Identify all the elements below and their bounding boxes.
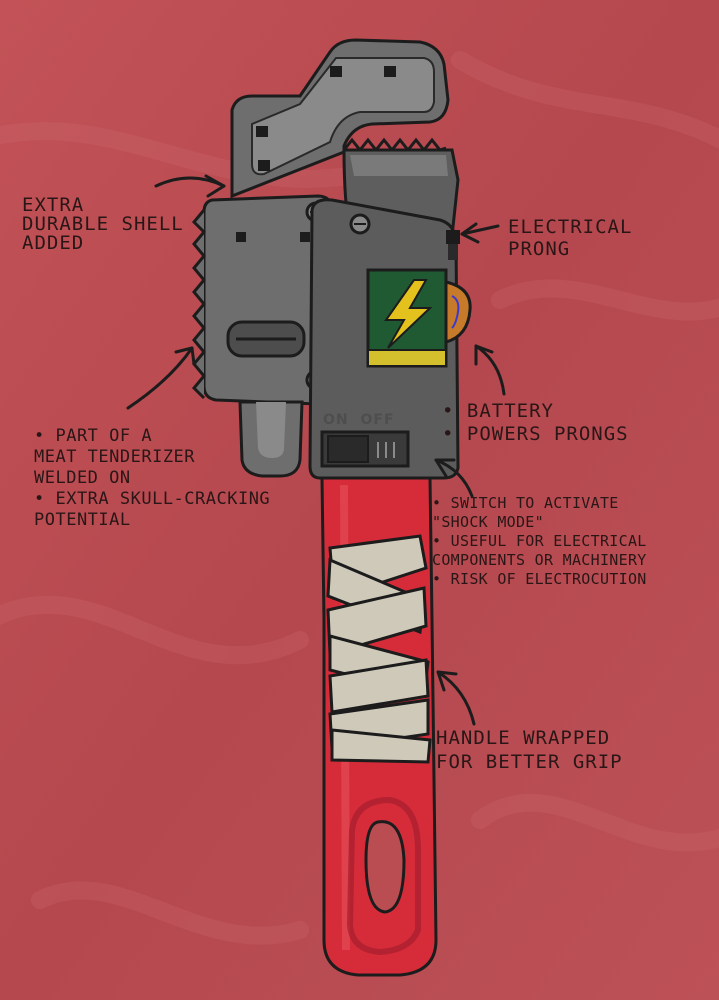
annotation-line: • RISK OF ELECTROCUTION — [432, 570, 647, 588]
annotation-line: PRONG — [508, 238, 571, 260]
annotation-line: • EXTRA SKULL-CRACKING — [34, 489, 271, 509]
annotation-prong: ELECTRICAL PRONG — [508, 216, 632, 260]
arrow-icon — [434, 458, 474, 498]
shock-switch[interactable] — [320, 430, 410, 468]
switch-off-label: OFF — [360, 412, 395, 428]
annotation-switch: • SWITCH TO ACTIVATE "SHOCK MODE" • USEF… — [432, 494, 647, 589]
annotation-line: WELDED ON — [34, 468, 131, 488]
annotation-line: • BATTERY — [442, 400, 554, 422]
annotation-battery: • BATTERY • POWERS PRONGS — [442, 400, 629, 446]
background-folds — [0, 51, 719, 945]
annotation-line: • PART OF A — [34, 426, 153, 446]
annotation-line: • POWERS PRONGS — [442, 423, 629, 445]
annotation-tenderizer: • PART OF A MEAT TENDERIZER WELDED ON • … — [34, 426, 270, 531]
arrow-icon — [460, 222, 500, 244]
grip-bandage — [326, 534, 432, 764]
arrow-icon — [436, 670, 476, 726]
upper-jaw — [230, 38, 450, 199]
handle-hole — [364, 820, 406, 914]
annotation-line: COMPONENTS OR MACHINERY — [432, 551, 647, 569]
annotation-line: DURABLE SHELL — [22, 213, 184, 235]
annotation-arrows — [126, 174, 506, 726]
annotation-line: FOR BETTER GRIP — [436, 751, 623, 773]
arrow-icon — [154, 174, 226, 198]
switch-toggle[interactable] — [327, 435, 369, 463]
annotation-line: HANDLE WRAPPED — [436, 727, 611, 749]
annotation-line: MEAT TENDERIZER — [34, 447, 196, 467]
switch-on-label: ON — [323, 412, 349, 428]
annotation-line: • USEFUL FOR ELECTRICAL — [432, 532, 647, 550]
annotation-handle: HANDLE WRAPPED FOR BETTER GRIP — [436, 726, 623, 774]
arrow-icon — [474, 344, 506, 396]
electrical-prong — [446, 230, 460, 260]
lightning-bolt-icon — [384, 279, 433, 349]
wrench-shaft — [238, 400, 304, 478]
annotation-shell: EXTRA DURABLE SHELL ADDED — [22, 196, 184, 253]
annotation-line: • SWITCH TO ACTIVATE — [432, 494, 619, 512]
annotation-line: EXTRA — [22, 194, 85, 216]
arrow-icon — [126, 346, 196, 410]
annotation-line: ADDED — [22, 232, 85, 254]
annotation-line: ELECTRICAL — [508, 216, 633, 238]
battery — [366, 268, 472, 368]
annotation-line: "SHOCK MODE" — [432, 513, 544, 531]
annotation-line: POTENTIAL — [34, 510, 131, 530]
